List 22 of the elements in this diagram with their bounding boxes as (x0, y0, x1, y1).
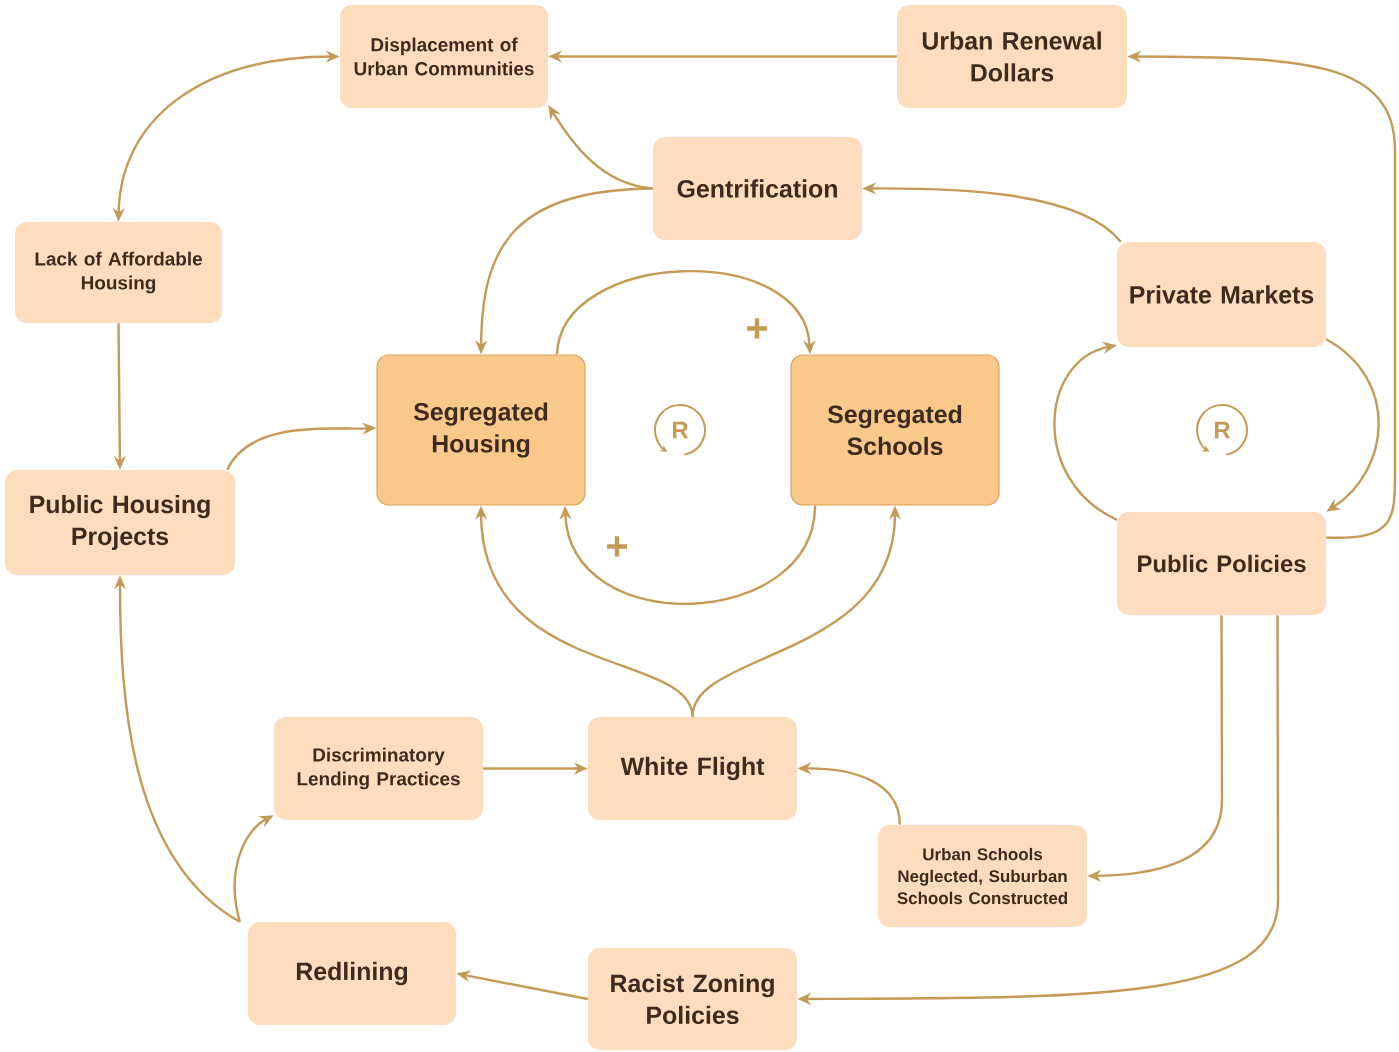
process-box: Redlining (248, 922, 456, 1025)
process-box: Private Markets (1117, 242, 1326, 347)
process-box: Urban Schools Neglected, Suburban Schools Constructed (878, 825, 1087, 927)
process-box: Discriminatory Lending Practices (274, 717, 483, 820)
process-box: White Flight (588, 717, 797, 820)
arrow (1053, 341, 1118, 521)
process-box: Public Housing Projects (5, 470, 235, 575)
process-box: Urban Renewal Dollars (897, 5, 1127, 108)
loop-label: R (1215, 421, 1231, 439)
process-box: Public Policies (1117, 512, 1326, 615)
process-box: Displacement of Urban Communities (340, 5, 548, 108)
process-box: Lack of Affordable Housing (15, 222, 222, 323)
arrow (1325, 338, 1380, 512)
arrow (555, 270, 816, 355)
plus-sign: + (607, 536, 628, 557)
process-box: Racist Zoning Policies (588, 948, 797, 1050)
loop-label: R (672, 421, 689, 439)
loop-box: Segregated Housing (376, 354, 586, 506)
loop-box: Segregated Schools (790, 354, 1000, 506)
arrow (559, 505, 817, 605)
plus-sign: + (747, 318, 768, 339)
process-box: Gentrification (653, 137, 862, 240)
